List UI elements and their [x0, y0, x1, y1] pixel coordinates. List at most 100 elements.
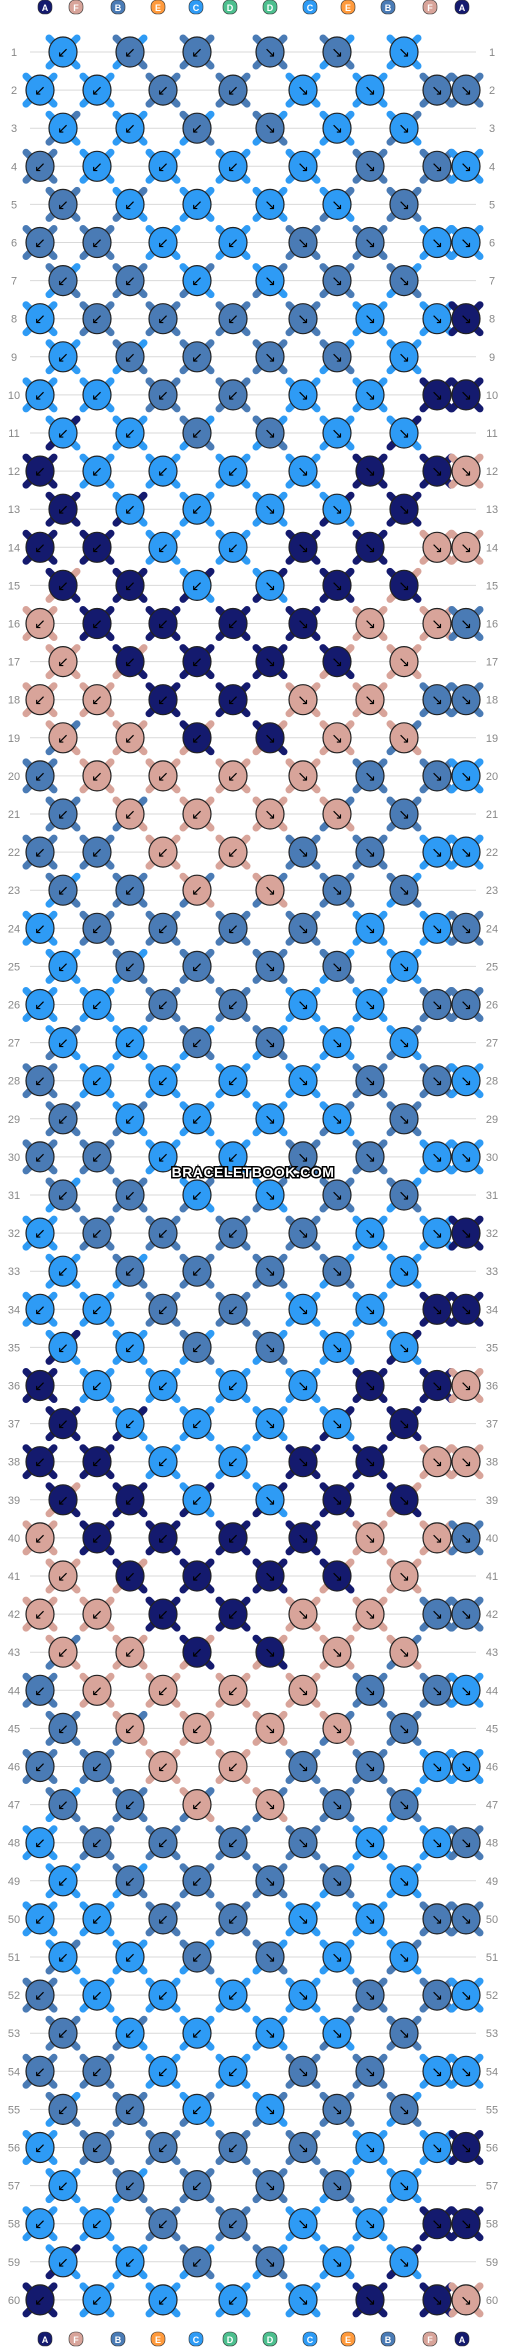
knot: ↘ [389, 2246, 419, 2278]
knot-arrow: ↙ [57, 1036, 69, 1052]
knot-arrow: ↙ [124, 1264, 136, 1280]
row-number-left: 51 [8, 1952, 20, 1964]
knot: ↙ [218, 1446, 248, 1478]
knot-arrow: ↙ [57, 807, 69, 823]
knot-arrow: ↙ [124, 731, 136, 747]
knot: ↘ [355, 74, 385, 106]
knot-arrow: ↙ [124, 2102, 136, 2118]
knot: ↘ [288, 684, 318, 716]
knot-arrow: ↘ [331, 45, 343, 61]
knot: ↘ [322, 1788, 352, 1821]
row-number-right: 12 [486, 466, 498, 478]
knot-arrow: ↘ [460, 312, 472, 328]
knot: ↙ [48, 1407, 78, 1440]
knot: ↙ [218, 912, 248, 944]
row-number-left: 23 [8, 885, 20, 897]
row-number-left: 25 [8, 961, 20, 973]
knot-arrow: ↘ [364, 2141, 376, 2157]
knot-arrow: ↘ [331, 197, 343, 213]
knot: ↙ [25, 1446, 55, 1478]
knot-arrow: ↙ [227, 1760, 239, 1776]
knot: ↘ [355, 150, 385, 182]
knot: ↘ [422, 1522, 452, 1554]
knot: ↘ [255, 1865, 285, 1897]
knot-arrow: ↘ [398, 2179, 410, 2195]
knot-arrow: ↙ [57, 1645, 69, 1661]
knot-arrow: ↘ [297, 1683, 309, 1699]
knot: ↙ [25, 2284, 55, 2316]
knot-arrow: ↘ [431, 998, 443, 1014]
row-number-left: 20 [8, 771, 20, 783]
knot-arrow: ↙ [124, 578, 136, 594]
knot: ↘ [255, 874, 285, 906]
knot: ↙ [48, 188, 78, 220]
knot-arrow: ↙ [124, 1569, 136, 1585]
strand-swatch [110, 2331, 126, 2347]
row-number-right: 51 [486, 1952, 498, 1964]
knot: ↘ [355, 2055, 385, 2087]
knot-arrow: ↘ [297, 1760, 309, 1776]
knot: ↙ [148, 1217, 178, 1249]
row-number-right: 56 [486, 2143, 498, 2155]
knot-arrow: ↙ [57, 1950, 69, 1966]
knot-arrow: ↙ [157, 2141, 169, 2157]
knot: ↘ [255, 2093, 285, 2125]
knot-arrow: ↙ [124, 45, 136, 61]
knot: ↘ [355, 1979, 385, 2011]
knot-arrow: ↘ [398, 426, 410, 442]
knot: ↙ [82, 303, 112, 335]
knot: ↘ [322, 1331, 352, 1364]
knot-arrow: ↘ [297, 159, 309, 175]
knot-arrow: ↙ [57, 1874, 69, 1890]
knot: ↙ [182, 2170, 212, 2202]
knot: ↙ [82, 1827, 112, 1859]
knot: ↘ [422, 2284, 452, 2316]
row-number-left: 29 [8, 1114, 20, 1126]
strand-swatch [340, 0, 356, 15]
row-number-left: 9 [11, 352, 17, 364]
knot-arrow: ↘ [297, 1988, 309, 2004]
knot-arrow: ↙ [157, 1683, 169, 1699]
knot: ↘ [288, 1674, 318, 1706]
knot-arrow: ↙ [91, 1455, 103, 1471]
knot-arrow: ↙ [91, 1379, 103, 1395]
knot-arrow: ↙ [91, 1683, 103, 1699]
knot-arrow: ↘ [398, 45, 410, 61]
knot: ↘ [288, 760, 318, 792]
knot-arrow: ↘ [331, 2255, 343, 2271]
knot: ↘ [322, 1484, 352, 1516]
knot-arrow: ↙ [91, 1836, 103, 1852]
knot: ↙ [182, 417, 212, 449]
knot-arrow: ↘ [331, 1645, 343, 1661]
knot: ↙ [182, 1407, 212, 1440]
knot: ↙ [218, 1293, 248, 1325]
knot: ↘ [451, 2284, 481, 2316]
row-number-right: 17 [486, 657, 498, 669]
knot: ↘ [451, 74, 481, 106]
knot-arrow: ↘ [460, 83, 472, 99]
knot-arrow: ↙ [157, 1074, 169, 1090]
row-number-left: 59 [8, 2257, 20, 2269]
knot: ↙ [48, 341, 78, 373]
row-number-left: 17 [8, 657, 20, 669]
knot-arrow: ↘ [331, 2179, 343, 2195]
knot-arrow: ↙ [124, 2026, 136, 2042]
row-number-left: 15 [8, 580, 20, 592]
knot-arrow: ↘ [297, 1226, 309, 1242]
knot: ↙ [82, 1979, 112, 2011]
row-number-right: 49 [486, 1876, 498, 1888]
row-number-right: 23 [486, 885, 498, 897]
knot-arrow: ↘ [460, 236, 472, 252]
knot: ↘ [389, 341, 419, 373]
knot-arrow: ↘ [264, 426, 276, 442]
knot: ↘ [451, 1217, 481, 1249]
knot: ↙ [218, 150, 248, 182]
knot-arrow: ↘ [364, 1836, 376, 1852]
row-number-right: 9 [489, 352, 495, 364]
row-number-left: 32 [8, 1228, 20, 1240]
knot-arrow: ↙ [91, 1226, 103, 1242]
row-number-left: 53 [8, 2028, 20, 2040]
knot: ↘ [355, 455, 385, 487]
knot: ↙ [115, 1407, 145, 1440]
knot: ↙ [48, 2017, 78, 2049]
